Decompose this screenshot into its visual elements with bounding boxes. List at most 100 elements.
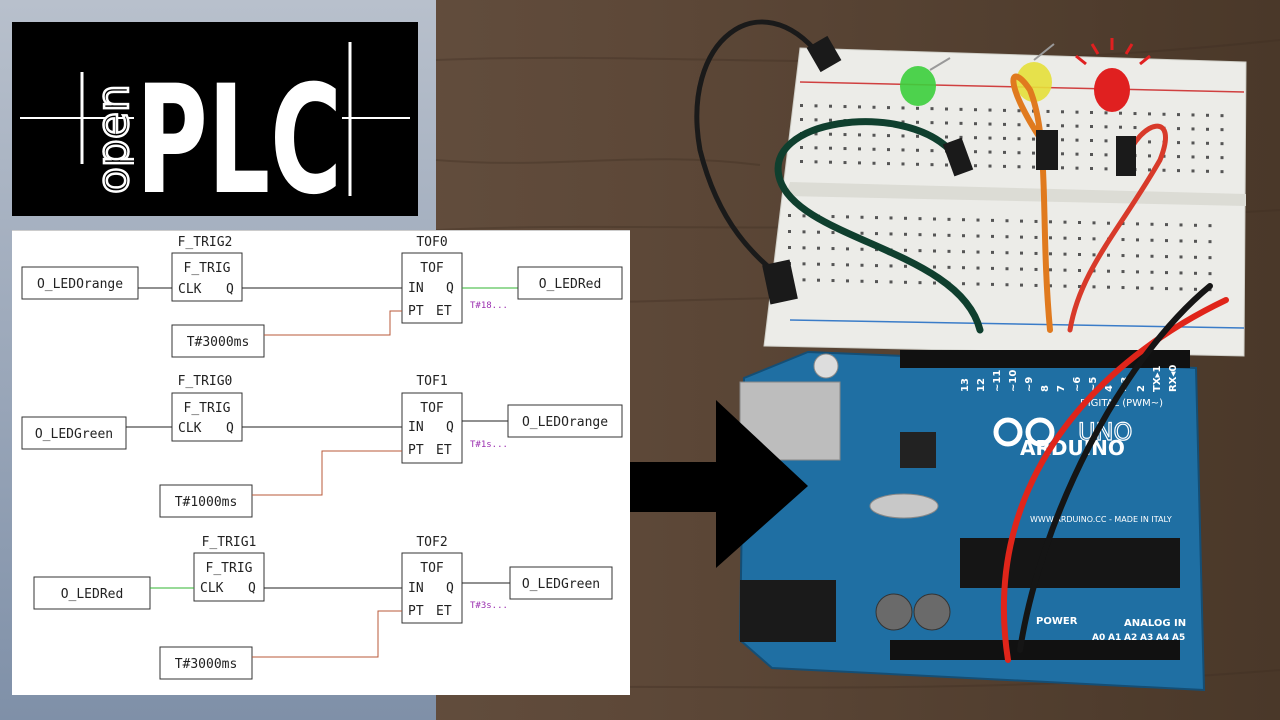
input-variable[interactable] xyxy=(21,416,127,450)
breadboard-hole xyxy=(1150,286,1154,290)
breadboard-hole xyxy=(962,266,965,270)
breadboard-hole xyxy=(846,247,849,251)
breadboard-hole xyxy=(1194,255,1197,259)
breadboard-hole xyxy=(1136,270,1139,274)
breadboard-hole xyxy=(930,121,934,125)
breadboard-hole xyxy=(904,280,907,284)
input-variable[interactable] xyxy=(21,266,139,300)
breadboard-hole xyxy=(1090,139,1093,142)
breadboard-hole xyxy=(930,163,934,167)
preset-variable[interactable] xyxy=(171,324,265,358)
output-variable[interactable] xyxy=(509,566,613,600)
breadboard-hole xyxy=(1061,166,1064,170)
digital-pin-label: 12 xyxy=(976,378,987,392)
analog-pin-label: A3 xyxy=(1140,633,1153,643)
analog-pin-label: A4 xyxy=(1156,633,1169,643)
ftrig-block[interactable] xyxy=(171,252,243,302)
capacitor xyxy=(875,593,913,631)
ftrig-block[interactable] xyxy=(193,552,265,602)
breadboard-hole xyxy=(991,282,994,286)
breadboard-hole xyxy=(800,160,803,163)
breadboard-hole xyxy=(1075,110,1079,114)
ftrig-block[interactable] xyxy=(171,392,243,442)
breadboard-hole xyxy=(901,120,905,124)
breadboard-hole xyxy=(1005,219,1009,223)
breadboard-hole xyxy=(889,232,893,236)
preset-text: T#3000ms xyxy=(187,335,250,350)
tof-block[interactable] xyxy=(401,552,463,624)
breadboard-hole xyxy=(1049,252,1052,256)
breadboard-hole xyxy=(1003,122,1006,126)
power-label: POWER xyxy=(1036,616,1078,627)
breadboard-hole xyxy=(788,214,791,217)
breadboard-hole xyxy=(1220,156,1224,160)
wire-connector xyxy=(806,35,842,73)
digital-pin-label: ~11 xyxy=(992,370,1003,392)
tof-block[interactable] xyxy=(401,252,463,324)
digital-pin-label: TX▸1 xyxy=(1152,365,1163,392)
breadboard-hole xyxy=(843,133,847,137)
made-in-label: WWW.ARDUINO.CC - MADE IN ITALY xyxy=(1030,515,1172,524)
breadboard-hole xyxy=(933,249,936,253)
breadboard-hole xyxy=(1208,224,1212,228)
reset-button xyxy=(813,353,839,379)
led-green xyxy=(900,57,951,106)
breadboard-hole xyxy=(858,161,861,165)
power-jack xyxy=(740,580,836,642)
timer-in-pin: IN xyxy=(408,581,424,596)
breadboard-hole xyxy=(1208,256,1212,260)
output-variable[interactable] xyxy=(517,266,623,300)
fb-type: F_TRIG xyxy=(206,561,253,576)
preset-variable[interactable] xyxy=(159,484,253,518)
breadboard-hole xyxy=(1148,112,1151,116)
breadboard-hole xyxy=(916,120,919,124)
breadboard-hole xyxy=(1148,168,1151,172)
breadboard-hole xyxy=(831,263,835,267)
rung-0: F_TRIG2 F_TRIG CLK Q O_LEDOrange TOF0 TO… xyxy=(21,235,623,358)
breadboard-hole xyxy=(1017,123,1021,127)
ladder-diagram[interactable]: F_TRIG2 F_TRIG CLK Q O_LEDOrange TOF0 TO… xyxy=(12,230,630,695)
breadboard-hole xyxy=(1107,285,1110,289)
breadboard-hole xyxy=(875,216,878,220)
breadboard-hole xyxy=(916,148,919,152)
breadboard-hole xyxy=(889,280,893,284)
breadboard-hole xyxy=(1078,285,1081,288)
input-var-text: O_LEDOrange xyxy=(37,277,123,292)
breadboard-hole xyxy=(843,105,847,109)
breadboard-hole xyxy=(974,122,977,126)
digital-pin-label: 8 xyxy=(1040,385,1051,392)
breadboard-hole xyxy=(1119,125,1122,129)
breadboard-hole xyxy=(1020,267,1023,271)
breadboard-hole xyxy=(988,150,992,154)
breadboard-hole xyxy=(1063,268,1067,272)
input-var-text: O_LEDGreen xyxy=(35,427,113,442)
breadboard-hole xyxy=(1179,271,1183,275)
breadboard-hole xyxy=(945,135,948,139)
breadboard-hole xyxy=(962,282,965,286)
breadboard-hole xyxy=(1104,139,1108,143)
breadboard-hole xyxy=(918,217,922,221)
breadboard-hole xyxy=(846,215,849,219)
breadboard-hole xyxy=(872,133,876,137)
breadboard-hole xyxy=(1092,237,1096,241)
preset-variable[interactable] xyxy=(159,646,253,680)
breadboard-hole xyxy=(901,134,905,138)
breadboard-hole xyxy=(962,234,965,238)
breadboard-hole xyxy=(843,161,847,165)
output-variable[interactable] xyxy=(507,404,623,438)
breadboard-hole xyxy=(904,264,907,268)
breadboard-hole xyxy=(860,279,864,283)
breadboard-hole xyxy=(988,122,992,126)
tof-block[interactable] xyxy=(401,392,463,464)
breadboard-hole xyxy=(872,105,876,109)
breadboard-hole xyxy=(875,232,878,236)
breadboard-hole xyxy=(1017,137,1021,141)
breadboard-hole xyxy=(1061,152,1064,156)
breadboard-hole xyxy=(1121,254,1125,258)
fb-name: F_TRIG2 xyxy=(178,235,233,250)
wire-connector xyxy=(762,259,798,305)
breadboard-hole xyxy=(1194,239,1197,243)
breadboard-hole xyxy=(814,118,818,122)
input-variable[interactable] xyxy=(33,576,151,610)
breadboard-hole xyxy=(974,136,977,140)
